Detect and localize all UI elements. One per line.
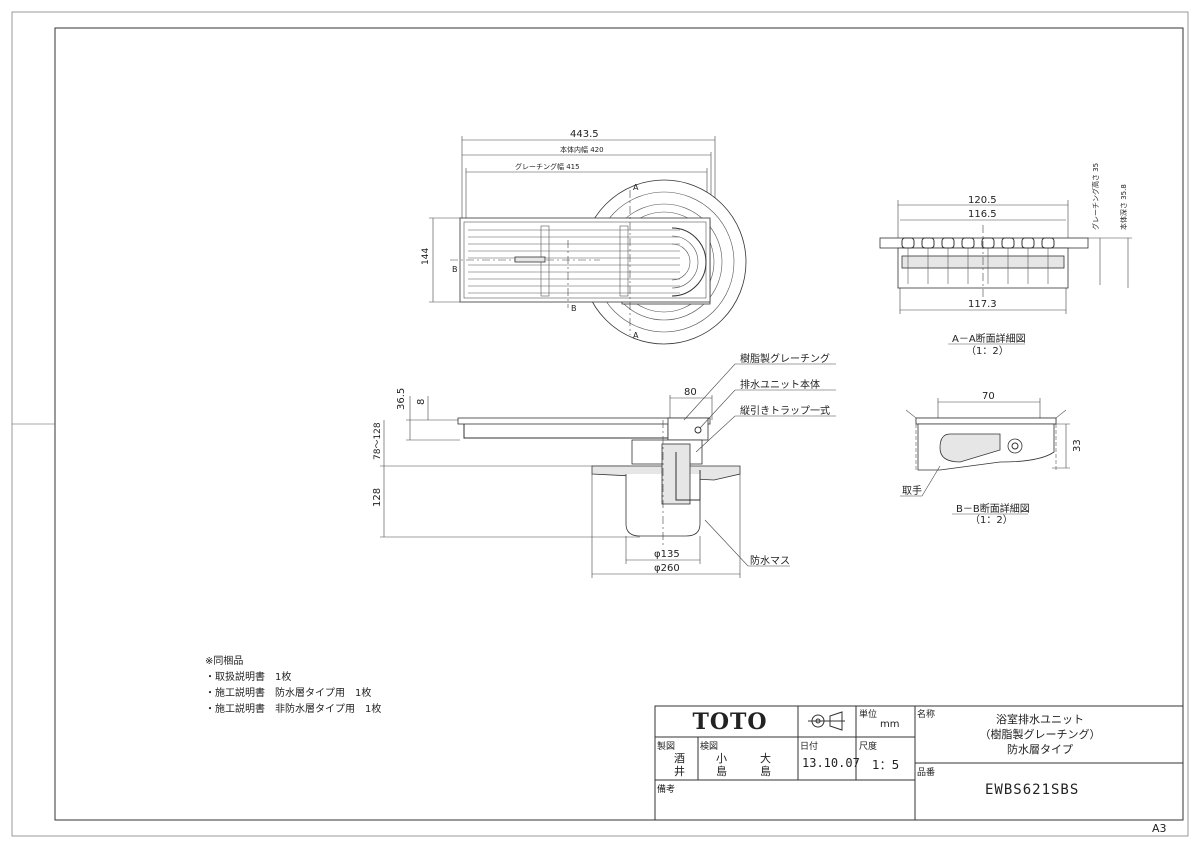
made-label: 製図 [657, 742, 676, 752]
dim-78: 78〜128 [373, 422, 383, 460]
section-b-left: B [452, 265, 458, 274]
dim-8: 8 [416, 399, 427, 405]
scale-label: 尺度 [859, 742, 878, 752]
dim-144: 144 [421, 248, 431, 265]
label-mass: 防水マス [750, 554, 790, 567]
plan-view: 443.5 本体内幅 420 グレーチング幅 415 144 [421, 129, 747, 345]
dim-36: 36.5 [396, 388, 407, 410]
product-name: 浴室排水ユニット （樹脂製グレーチング） 防水層タイプ [940, 712, 1140, 757]
dim-70: 70 [982, 391, 995, 402]
label-grating: 樹脂製グレーチング [740, 352, 830, 365]
section-bb: 70 33 取手 B－B断面詳細図 （1：2） [900, 391, 1083, 526]
section-aa: 120.5 116.5 117.3 [879, 163, 1132, 357]
notes-heading: ※同梱品 [205, 656, 244, 667]
dim-135: φ135 [654, 549, 680, 560]
notes-item: ・取扱説明書 1枚 [205, 672, 292, 683]
label-handle: 取手 [902, 484, 922, 497]
part-label: 品番 [917, 768, 936, 778]
aa-caption: A－A断面詳細図 [952, 332, 1026, 345]
part-number: EWBS621SBS [985, 782, 1080, 798]
label-body: 排水ユニット本体 [740, 378, 820, 391]
dim-grating-h: グレーチング高さ 35 [1091, 163, 1100, 230]
section-a-top: A [633, 183, 639, 192]
dim-260: φ260 [654, 563, 680, 574]
dim-body-depth: 本体深さ 35.8 [1119, 184, 1128, 230]
dim-117: 117.3 [968, 299, 997, 310]
bb-scale: （1：2） [970, 514, 1013, 526]
scale-value: 1：5 [872, 758, 900, 772]
projection-symbol-icon [808, 711, 845, 731]
check-label: 検図 [700, 742, 719, 752]
name-line: （樹脂製グレーチング） [979, 728, 1101, 741]
sheet-size: A3 [1152, 822, 1167, 835]
label-trap: 縦引きトラップ一式 [740, 404, 830, 417]
unit-label: 単位 [859, 710, 878, 720]
unit-value: mm [880, 719, 900, 730]
dim-33: 33 [1072, 439, 1083, 452]
date-value: 13.10.07 [802, 756, 860, 770]
side-view: 80 36.5 8 78〜128 128 φ135 φ260 [372, 352, 836, 578]
dim-overall: 443.5 [570, 129, 599, 140]
date-label: 日付 [800, 742, 819, 752]
toto-logo: TOTO [692, 709, 768, 735]
title-block [654, 705, 1184, 821]
name-label: 名称 [917, 710, 936, 720]
section-b-label: B [571, 304, 577, 313]
dim-128: 128 [372, 488, 383, 507]
dim-body-inner: 本体内幅 420 [560, 145, 604, 154]
name-line: 防水層タイプ [1007, 743, 1073, 756]
section-a-bottom: A [633, 331, 639, 340]
bb-caption: B－B断面詳細図 [956, 502, 1030, 515]
dim-120: 120.5 [968, 195, 997, 206]
remarks-label: 備考 [657, 785, 676, 795]
aa-scale: （1：2） [966, 345, 1009, 357]
name-line: 浴室排水ユニット [996, 713, 1084, 726]
dim-80: 80 [684, 387, 697, 398]
notes-item: ・施工説明書 防水層タイプ用 1枚 [205, 688, 372, 699]
checked-by-1: 小 島 [716, 752, 727, 778]
dim-116: 116.5 [968, 209, 997, 220]
notes: ※同梱品 ・取扱説明書 1枚 ・施工説明書 防水層タイプ用 1枚 ・施工説明書 … [205, 654, 381, 718]
dim-grating: グレーチング幅 415 [515, 162, 580, 171]
checked-by-2: 大 島 [760, 752, 771, 778]
notes-item: ・施工説明書 非防水層タイプ用 1枚 [205, 704, 382, 715]
made-by: 酒 井 [674, 752, 685, 778]
